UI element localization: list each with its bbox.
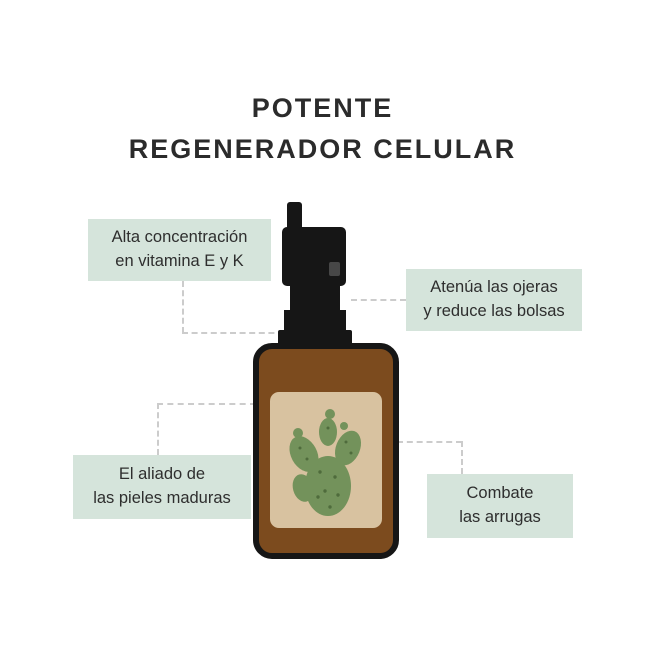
callout-vitamina-line-2: en vitamina E y K	[115, 252, 244, 270]
connector-vitamina-horizontal	[182, 332, 284, 334]
connector-pieles-vertical	[157, 403, 159, 455]
callout-ojeras: Atenúa las ojeras y reduce las bolsas	[406, 269, 582, 331]
connector-arrugas-horizontal	[397, 441, 462, 443]
callout-ojeras-line-1: Atenúa las ojeras	[430, 278, 558, 297]
callout-vitamina-line-1: Alta concentración	[111, 228, 248, 247]
callout-ojeras-line-2: y reduce las bolsas	[423, 302, 565, 320]
callout-pieles-line-2: las pieles maduras	[93, 489, 231, 507]
connector-arrugas-vertical	[461, 441, 463, 474]
callout-arrugas: Combate las arrugas	[427, 474, 573, 538]
title-line-2: REGENERADOR CELULAR	[128, 134, 517, 164]
pump-collar-icon	[278, 286, 352, 352]
callout-arrugas-line-1: Combate	[466, 484, 534, 503]
connector-pieles-horizontal	[157, 403, 256, 405]
title-line-1: POTENTE	[251, 93, 394, 123]
prickly-pear-cactus-icon	[289, 409, 362, 516]
callout-arrugas-line-2: las arrugas	[459, 508, 541, 526]
connector-vitamina-vertical	[182, 281, 184, 333]
connector-ojeras-horizontal	[351, 299, 406, 301]
callout-vitamina: Alta concentración en vitamina E y K	[88, 219, 271, 281]
callout-pieles: El aliado de las pieles maduras	[73, 455, 251, 519]
page-title: POTENTE REGENERADOR CELULAR	[0, 88, 645, 170]
pump-head-icon	[282, 227, 346, 286]
callout-pieles-line-1: El aliado de	[118, 465, 206, 484]
serum-bottle-illustration	[253, 202, 399, 559]
